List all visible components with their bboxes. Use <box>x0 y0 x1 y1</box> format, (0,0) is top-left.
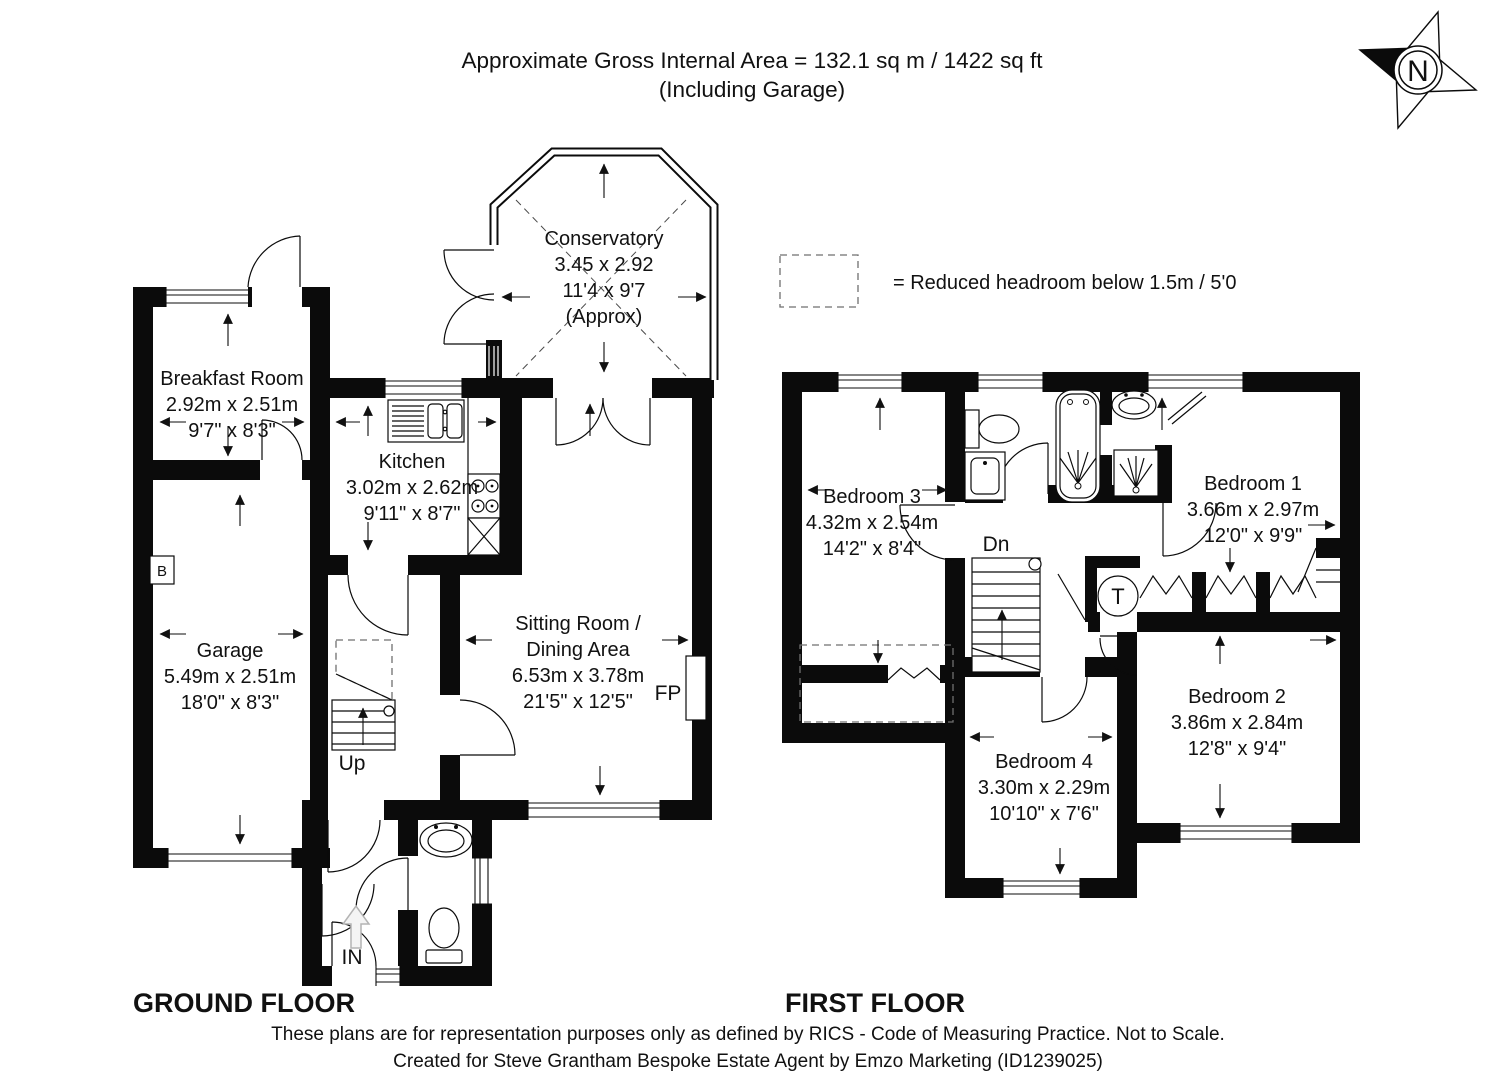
conservatory-glazing <box>488 147 719 380</box>
first-dimension-arrows <box>807 397 1337 875</box>
north-compass-icon: N <box>1358 10 1478 130</box>
room-label-breakfast: Breakfast Room 2.92m x 2.51m 9'7" x 8'3" <box>160 368 303 442</box>
compass-north-label: N <box>1407 55 1429 88</box>
fireplace-label: FP <box>655 682 682 705</box>
reduced-headroom-stairs <box>335 639 393 702</box>
bedroom1-imperial: 12'0" x 9'9" <box>1204 525 1303 547</box>
bedroom3-name: Bedroom 3 <box>823 486 921 508</box>
stairs-down-icon <box>971 557 1042 673</box>
sitting-imperial: 21'5" x 12'5" <box>523 691 633 713</box>
ground-floor-label: GROUND FLOOR <box>133 988 355 1018</box>
tank-label: T <box>1111 584 1124 609</box>
stairs-up-label: Up <box>339 752 366 775</box>
conservatory-imperial: 11'4 x 9'7 <box>563 280 646 302</box>
breakfast-imperial: 9'7" x 8'3" <box>188 420 275 442</box>
room-label-bedroom2: Bedroom 2 3.86m x 2.84m 12'8" x 9'4" <box>1171 686 1303 760</box>
page-title-line1: Approximate Gross Internal Area = 132.1 … <box>462 48 1044 73</box>
legend-label: = Reduced headroom below 1.5m / 5'0 <box>893 272 1236 294</box>
shower-icon <box>1113 449 1159 497</box>
ground-walls <box>133 287 714 986</box>
disclaimer-line2: Created for Steve Grantham Bespoke Estat… <box>393 1051 1103 1072</box>
window-icon-sitting-bay <box>527 800 661 820</box>
sloped-ceiling-wall <box>1167 391 1207 425</box>
kitchen-counter <box>467 398 501 556</box>
kitchen-imperial: 9'11" x 8'7" <box>363 503 460 525</box>
room-label-bedroom3: Bedroom 3 4.32m x 2.54m 14'2" x 8'4" <box>806 486 938 560</box>
bedroom3-metric: 4.32m x 2.54m <box>806 512 938 534</box>
page-title-line2: (Including Garage) <box>659 77 845 102</box>
footer: GROUND FLOOR FIRST FLOOR These plans are… <box>133 988 1225 1072</box>
kitchen-metric: 3.02m x 2.62m <box>346 477 478 499</box>
first-walls <box>782 372 1360 898</box>
garage-metric: 5.49m x 2.51m <box>164 666 296 688</box>
boiler-label: B <box>157 563 167 580</box>
window-icon-breakfast <box>165 287 251 307</box>
window-icon-bedroom2 <box>1179 823 1293 843</box>
legend: = Reduced headroom below 1.5m / 5'0 <box>779 254 1236 308</box>
conservatory-metric: 3.45 x 2.92 <box>555 254 654 276</box>
bedroom2-metric: 3.86m x 2.84m <box>1171 712 1303 734</box>
disclaimer-line1: These plans are for representation purpo… <box>271 1024 1225 1045</box>
bathtub-icon <box>1055 389 1101 503</box>
conservatory-note: (Approx) <box>566 306 643 328</box>
bedroom3-imperial: 14'2" x 8'4" <box>823 538 922 560</box>
entrance-arrow-icon <box>341 904 371 949</box>
breakfast-name: Breakfast Room <box>160 368 303 390</box>
conservatory-name: Conservatory <box>545 228 664 250</box>
bedroom2-name: Bedroom 2 <box>1188 686 1286 708</box>
shower-room-basin-icon <box>1111 390 1157 420</box>
stairs-up-icon <box>331 639 396 751</box>
fireplace-icon <box>685 655 707 721</box>
window-icon-bathroom <box>977 372 1044 392</box>
kitchen-sink-icon <box>387 399 465 443</box>
ground-windows <box>165 287 661 986</box>
breakfast-metric: 2.92m x 2.51m <box>166 394 298 416</box>
room-label-sitting: Sitting Room / Dining Area 6.53m x 3.78m… <box>512 613 644 713</box>
window-icon-bedroom1 <box>1147 372 1244 392</box>
reduced-headroom-icon <box>779 254 859 308</box>
garage-imperial: 18'0" x 8'3" <box>181 692 280 714</box>
first-windows <box>837 372 1293 898</box>
entrance-label: IN <box>342 946 363 969</box>
header: Approximate Gross Internal Area = 132.1 … <box>462 48 1044 102</box>
sitting-name1: Sitting Room / <box>515 613 641 635</box>
room-label-conservatory: Conservatory 3.45 x 2.92 11'4 x 9'7 (App… <box>545 228 664 328</box>
window-icon-wc <box>472 857 492 905</box>
bedroom4-metric: 3.30m x 2.29m <box>978 777 1110 799</box>
window-icon-bedroom3 <box>837 372 903 392</box>
toilet-icon <box>964 409 1020 449</box>
bedroom1-name: Bedroom 1 <box>1204 473 1302 495</box>
first-floor-plan: T Bedroom 3 <box>782 372 1360 898</box>
wc-toilet-icon <box>425 907 463 964</box>
reduced-headroom-bedroom3 <box>799 644 954 723</box>
sitting-name2: Dining Area <box>526 639 630 661</box>
boiler-icon: B <box>149 555 175 585</box>
stairs-down-label: Dn <box>983 533 1010 556</box>
tank-cupboard-icon: T <box>1097 575 1139 617</box>
window-icon-kitchen <box>384 378 463 398</box>
room-label-kitchen: Kitchen 3.02m x 2.62m 9'11" x 8'7" <box>346 451 478 525</box>
room-label-bedroom4: Bedroom 4 3.30m x 2.29m 10'10" x 7'6" <box>978 751 1110 825</box>
ground-dimension-arrows <box>159 163 707 845</box>
garage-door-icon <box>167 848 293 868</box>
kitchen-name: Kitchen <box>379 451 446 473</box>
bedroom4-name: Bedroom 4 <box>995 751 1093 773</box>
garage-name: Garage <box>197 640 264 662</box>
window-icon-entry-sidelight <box>375 966 401 986</box>
wc-basin-icon <box>419 822 473 858</box>
bedroom1-metric: 3.66m x 2.97m <box>1187 499 1319 521</box>
wardrobe-bifold-icons <box>887 574 1317 681</box>
vanity-basin-icon <box>964 451 1006 501</box>
sitting-metric: 6.53m x 3.78m <box>512 665 644 687</box>
ground-floor-plan: B <box>133 147 719 986</box>
bedroom2-imperial: 12'8" x 9'4" <box>1188 738 1287 760</box>
ground-doors <box>247 235 651 967</box>
first-doors <box>899 426 1217 723</box>
first-floor-label: FIRST FLOOR <box>785 988 965 1018</box>
room-label-bedroom1: Bedroom 1 3.66m x 2.97m 12'0" x 9'9" <box>1187 473 1319 547</box>
window-icon-bedroom4 <box>1002 878 1081 898</box>
bedroom4-imperial: 10'10" x 7'6" <box>989 803 1099 825</box>
room-label-garage: Garage 5.49m x 2.51m 18'0" x 8'3" <box>164 640 296 714</box>
